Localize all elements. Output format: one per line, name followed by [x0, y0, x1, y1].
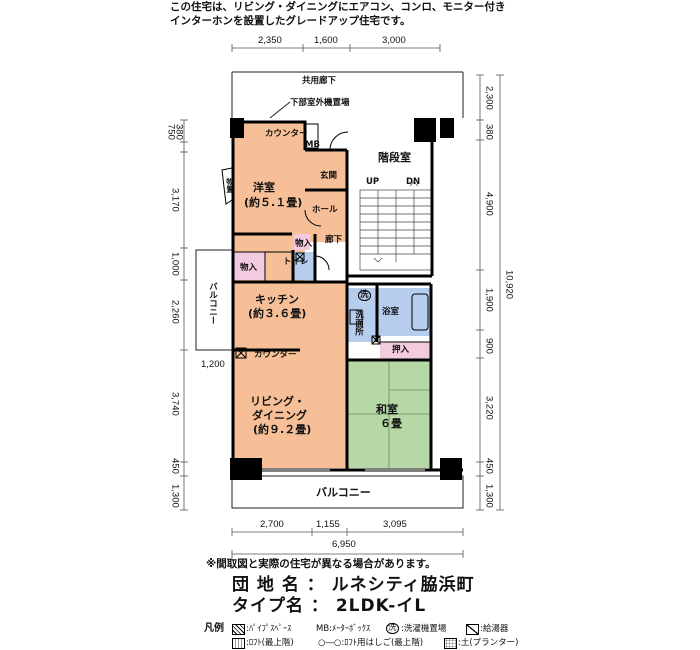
dim-left-9: 1,300 — [169, 484, 181, 508]
dim-top-1: 2,350 — [258, 35, 282, 46]
label-washroom: 洗面所 — [353, 310, 364, 336]
label-mb: MB — [305, 140, 320, 150]
dim-left-1: 750 — [165, 124, 177, 140]
dim-left-6: 1,200 — [201, 359, 225, 370]
label-washitsu-area: ６畳 — [380, 417, 402, 430]
label-outdoor-unit: 下部室外機置場 — [290, 98, 350, 108]
legend-pipe: :ﾊﾟｲﾌﾟｽﾍﾟｰｽ — [246, 624, 292, 634]
dim-right-3: 4,900 — [483, 192, 495, 216]
common-corridor-outline — [195, 71, 464, 509]
header-note-line1: この住宅は、リビング・ダイニングにエアコン、コンロ、モニター付き — [170, 1, 506, 13]
label-storage-side: 物置 — [225, 178, 235, 193]
label-toilet: トイレ — [283, 257, 309, 267]
label-corridor: 廊下 — [325, 235, 343, 245]
legend-mb: MB:ﾒｰﾀｰﾎﾞｯｸｽ — [316, 624, 371, 634]
dim-left-4: 1,000 — [169, 252, 181, 276]
label-hall: ホール — [312, 205, 338, 215]
label-western-area: (約５.１畳) — [244, 196, 303, 209]
dim-left-2: 380 — [173, 124, 185, 140]
legend-heater: :給湯器 — [480, 624, 509, 634]
dim-left-3: 3,170 — [169, 188, 181, 212]
label-counter-top: カウンター — [265, 129, 308, 139]
water-heater-icon — [466, 624, 479, 635]
label-wash-machine: 洗 — [358, 290, 371, 301]
dim-top-2: 1,600 — [314, 35, 338, 46]
label-oshiire: 押入 — [392, 345, 410, 355]
dim-right-8: 450 — [483, 458, 495, 474]
dim-bottom-1: 2,700 — [260, 519, 284, 530]
soil-planter-icon — [444, 638, 457, 649]
legend-ladder: ○―○:ﾛﾌﾄ用はしご(最上階) — [318, 638, 424, 648]
bath-floor — [377, 288, 431, 336]
living-floor — [233, 350, 347, 468]
tatami-lines — [347, 360, 431, 468]
dim-right-7: 3,220 — [483, 396, 495, 420]
dim-left-8: 450 — [169, 458, 181, 474]
label-dn: DN — [406, 177, 421, 187]
dim-bottom-3: 3,095 — [383, 519, 407, 530]
label-balcony-side: バルコニー — [207, 282, 218, 325]
header-note-line2: インターホンを設置したグレードアップ住宅です。 — [170, 15, 411, 27]
dim-bottom-2: 1,155 — [316, 519, 340, 530]
dim-right-9: 1,300 — [483, 484, 495, 508]
oshiire-floor — [380, 342, 431, 360]
washer-icon: 洗 — [386, 623, 399, 634]
footer-disclaimer: ※間取図と実際の住宅が異なる場合があります。 — [206, 558, 436, 570]
label-closet2: 物入 — [295, 239, 313, 249]
label-living-area: (約９.２畳) — [253, 423, 312, 436]
dim-left-7: 3,740 — [169, 392, 181, 416]
closet2-floor — [294, 234, 310, 250]
thin-walls — [221, 123, 431, 471]
stairs-drawing — [359, 181, 433, 271]
dim-right-5: 1,900 — [483, 288, 495, 312]
dim-top-3: 3,000 — [382, 35, 406, 46]
label-balcony-bottom: バルコニー — [316, 486, 371, 499]
label-counter: カウンター — [254, 350, 297, 360]
legend-title: 凡例 — [204, 623, 224, 634]
label-common-corridor: 共用廊下 — [302, 76, 337, 86]
label-entrance: 玄関 — [320, 171, 338, 181]
label-living-2: ダイニング — [252, 409, 307, 422]
dim-right-6: 900 — [483, 338, 495, 354]
closet-floor — [233, 252, 265, 280]
loft-icon — [232, 638, 245, 649]
label-western-room: 洋室 — [253, 181, 275, 194]
footer-type-name: タイプ名 ： 2LDK-イL — [232, 596, 427, 616]
kitchen-floor — [233, 282, 347, 350]
label-living-1: リビング・ — [250, 395, 305, 408]
legend-loft: :ﾛﾌﾄ(最上階) — [246, 638, 294, 648]
label-closet: 物入 — [240, 263, 258, 273]
dim-right-2: 380 — [483, 124, 495, 140]
western-room-floor — [233, 122, 305, 234]
legend-soil: :土(プランター) — [458, 638, 519, 648]
dim-right-1: 2,300 — [483, 86, 495, 110]
dimension-lines — [180, 44, 504, 558]
pillars — [230, 118, 462, 480]
label-up: UP — [366, 177, 380, 187]
dim-total-width: 6,950 — [332, 539, 356, 550]
dim-left-5: 2,260 — [169, 300, 181, 324]
pipe-space-icon — [232, 624, 245, 635]
dim-right-4: 10,920 — [503, 270, 515, 300]
legend-wash: :洗濯機置場 — [401, 624, 447, 634]
hall-floor — [305, 150, 347, 242]
label-washitsu: 和室 — [376, 403, 398, 416]
label-bath: 浴室 — [382, 307, 400, 317]
label-stairs: 階段室 — [378, 151, 411, 164]
label-kitchen: キッチン — [255, 293, 299, 306]
label-kitchen-area: (約３.６畳) — [248, 307, 307, 320]
footer-complex-name: 団 地 名 ： ルネシティ脇浜町 — [232, 575, 475, 595]
